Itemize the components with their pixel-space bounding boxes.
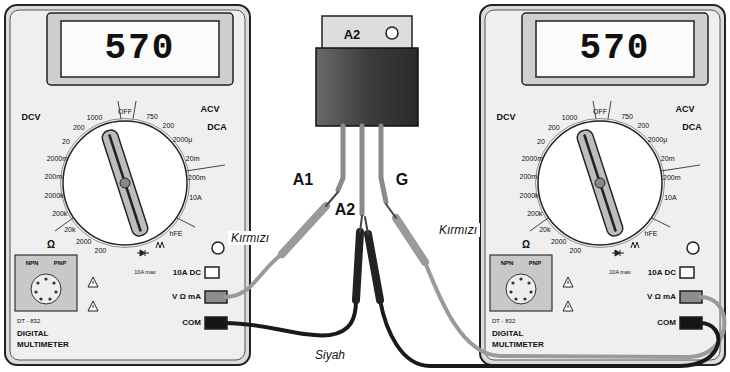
pin-name: G bbox=[396, 172, 408, 188]
lead-colour: Kırmızı bbox=[436, 223, 480, 237]
range-value: 2000 bbox=[76, 238, 92, 245]
range-value: 200 bbox=[162, 122, 174, 129]
range-value: 200k bbox=[52, 210, 67, 217]
digital-multimeter bbox=[5, 5, 250, 365]
probes bbox=[282, 192, 425, 300]
pin-name: A2 bbox=[344, 28, 361, 41]
pin-name: A1 bbox=[293, 172, 313, 188]
range-value: 10A bbox=[189, 194, 201, 201]
socket-label: PNP bbox=[54, 260, 66, 266]
lead-colour: Siyah bbox=[312, 348, 348, 362]
model-number: DT - 832 bbox=[17, 318, 40, 324]
brand-label: DIGITAL bbox=[492, 330, 523, 338]
socket-label: NPN bbox=[26, 260, 39, 266]
range-value: 1000 bbox=[562, 114, 578, 121]
range-value: 1000 bbox=[87, 114, 103, 121]
range-value: 200k bbox=[527, 210, 542, 217]
range-value: 20 bbox=[62, 138, 70, 145]
range-value: 2000 bbox=[551, 238, 567, 245]
range-value: 2000m bbox=[47, 155, 68, 162]
range-value: 20m bbox=[186, 155, 200, 162]
digital-multimeter bbox=[480, 5, 725, 365]
range-group: DCV bbox=[496, 113, 515, 122]
range-value: 200m bbox=[663, 174, 681, 181]
range-value: 2000μ bbox=[648, 136, 668, 143]
range-value: 200 bbox=[73, 124, 85, 131]
jack-label: 10A DC bbox=[648, 269, 676, 277]
range-value: 200m bbox=[45, 173, 63, 180]
range-value: 200m bbox=[520, 173, 538, 180]
jack-note: 10A max bbox=[134, 270, 155, 276]
range-value: 20 bbox=[537, 138, 545, 145]
lcd-reading: 570 bbox=[580, 31, 651, 67]
range-group: DCA bbox=[682, 123, 702, 132]
range-value: 2000k bbox=[45, 192, 64, 199]
test-leads bbox=[225, 254, 724, 366]
range-value: 20m bbox=[661, 155, 675, 162]
dial-mark: OFF bbox=[118, 108, 132, 115]
range-group: ACV bbox=[200, 105, 219, 114]
range-value: 2000k bbox=[520, 192, 539, 199]
lcd-reading: 570 bbox=[105, 31, 176, 67]
range-value: 20k bbox=[539, 226, 550, 233]
range-value: 10A bbox=[664, 194, 676, 201]
brand-label: MULTIMETER bbox=[17, 341, 69, 349]
range-value: hFE bbox=[169, 230, 182, 237]
jack-note: 10A max bbox=[609, 270, 630, 276]
range-group: ACV bbox=[675, 105, 694, 114]
range-value: 200 bbox=[548, 124, 560, 131]
jack-label: V Ω mA bbox=[647, 293, 676, 301]
range-value: 200 bbox=[95, 247, 107, 254]
range-value: hFE bbox=[644, 230, 657, 237]
brand-label: DIGITAL bbox=[17, 330, 48, 338]
ohm-symbol: Ω bbox=[47, 240, 55, 250]
pin-name: A2 bbox=[335, 202, 355, 218]
range-value: 750 bbox=[621, 113, 633, 120]
range-value: 200m bbox=[188, 174, 206, 181]
range-value: 200 bbox=[570, 247, 582, 254]
range-value: 2000μ bbox=[173, 136, 193, 143]
range-value: 750 bbox=[146, 113, 158, 120]
model-number: DT - 832 bbox=[492, 318, 515, 324]
socket-label: NPN bbox=[501, 260, 514, 266]
dial-mark: OFF bbox=[593, 108, 607, 115]
range-group: DCA bbox=[207, 123, 227, 132]
brand-label: MULTIMETER bbox=[492, 341, 544, 349]
range-value: 2000m bbox=[522, 155, 543, 162]
ohm-symbol: Ω bbox=[522, 240, 530, 250]
range-group: DCV bbox=[21, 113, 40, 122]
triac-component bbox=[316, 16, 418, 214]
jack-label: V Ω mA bbox=[172, 293, 201, 301]
jack-label: 10A DC bbox=[173, 269, 201, 277]
jack-label: COM bbox=[657, 319, 676, 327]
lead-colour: Kırmızı bbox=[228, 231, 272, 245]
socket-label: PNP bbox=[529, 260, 541, 266]
range-value: 20k bbox=[64, 226, 75, 233]
range-value: 200 bbox=[637, 122, 649, 129]
jack-label: COM bbox=[182, 319, 201, 327]
